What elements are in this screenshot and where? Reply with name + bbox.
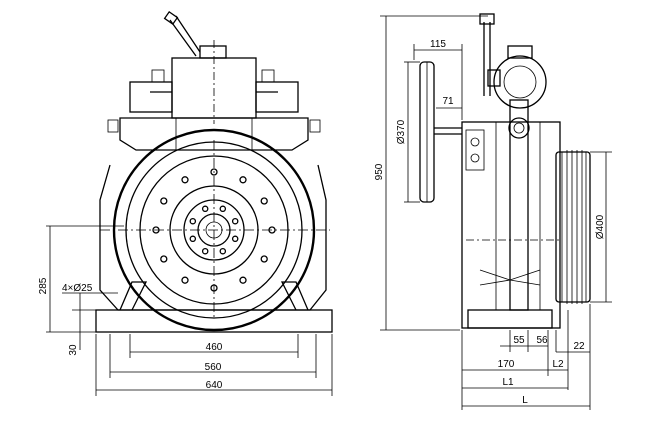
bolt-ring-outer (152, 168, 276, 292)
bolt-hole (239, 176, 247, 184)
side-view: 950 115 Ø370 71 (374, 13, 612, 410)
bolt-hole (189, 235, 197, 243)
brake-drum (493, 55, 547, 109)
traction-sheave (555, 150, 591, 304)
bolt-hole (201, 247, 209, 255)
bolt-hole (181, 176, 189, 184)
side-brake-lever (483, 22, 491, 96)
bolt-hole (260, 197, 268, 205)
dim-w-55: 55 (513, 335, 525, 346)
bolt-hole (231, 235, 239, 243)
bolt-hole (219, 247, 227, 255)
bolt-hole (181, 276, 189, 284)
bolt-hole (239, 276, 247, 284)
dim-sheave-400: Ø400 (595, 214, 606, 239)
dim-top-115: 115 (430, 39, 446, 50)
side-body (461, 121, 561, 329)
dim-width-460: 460 (206, 342, 223, 353)
dim-w-170: 170 (498, 359, 515, 370)
dim-w-22: 22 (573, 341, 585, 352)
dim-holes-label: 4×Ø25 (62, 283, 93, 294)
dim-L1: L1 (502, 377, 514, 388)
dim-L2: L2 (552, 359, 564, 370)
bolt-hole (201, 205, 209, 213)
dim-base-30: 30 (68, 344, 79, 356)
bolt-hole (160, 255, 168, 263)
dim-L: L (522, 395, 528, 406)
dim-width-560: 560 (205, 362, 222, 373)
lever-knob (163, 10, 179, 26)
bolt-hole (189, 217, 197, 225)
brake-lever (169, 15, 201, 57)
side-shaft (509, 99, 529, 311)
brake-arm-left (129, 81, 173, 113)
brake-arm-right (255, 81, 299, 113)
dim-w-56: 56 (536, 335, 548, 346)
brake-cap (199, 45, 227, 59)
dim-height-950: 950 (374, 163, 385, 180)
bolt-hole (210, 168, 218, 176)
dim-offset-71: 71 (442, 96, 454, 107)
bolt-ring-inner (189, 205, 239, 255)
dim-width-640: 640 (206, 380, 223, 391)
dim-handwheel-370: Ø370 (396, 119, 407, 144)
bolt-hole (219, 205, 227, 213)
upper-frame (119, 117, 309, 151)
bolt-hole (231, 217, 239, 225)
front-view: 285 4×Ø25 30 460 560 640 (38, 10, 333, 396)
bolt-hole (160, 197, 168, 205)
bolt-hole (260, 255, 268, 263)
dim-height-285: 285 (38, 277, 49, 294)
base-plate (95, 309, 333, 333)
